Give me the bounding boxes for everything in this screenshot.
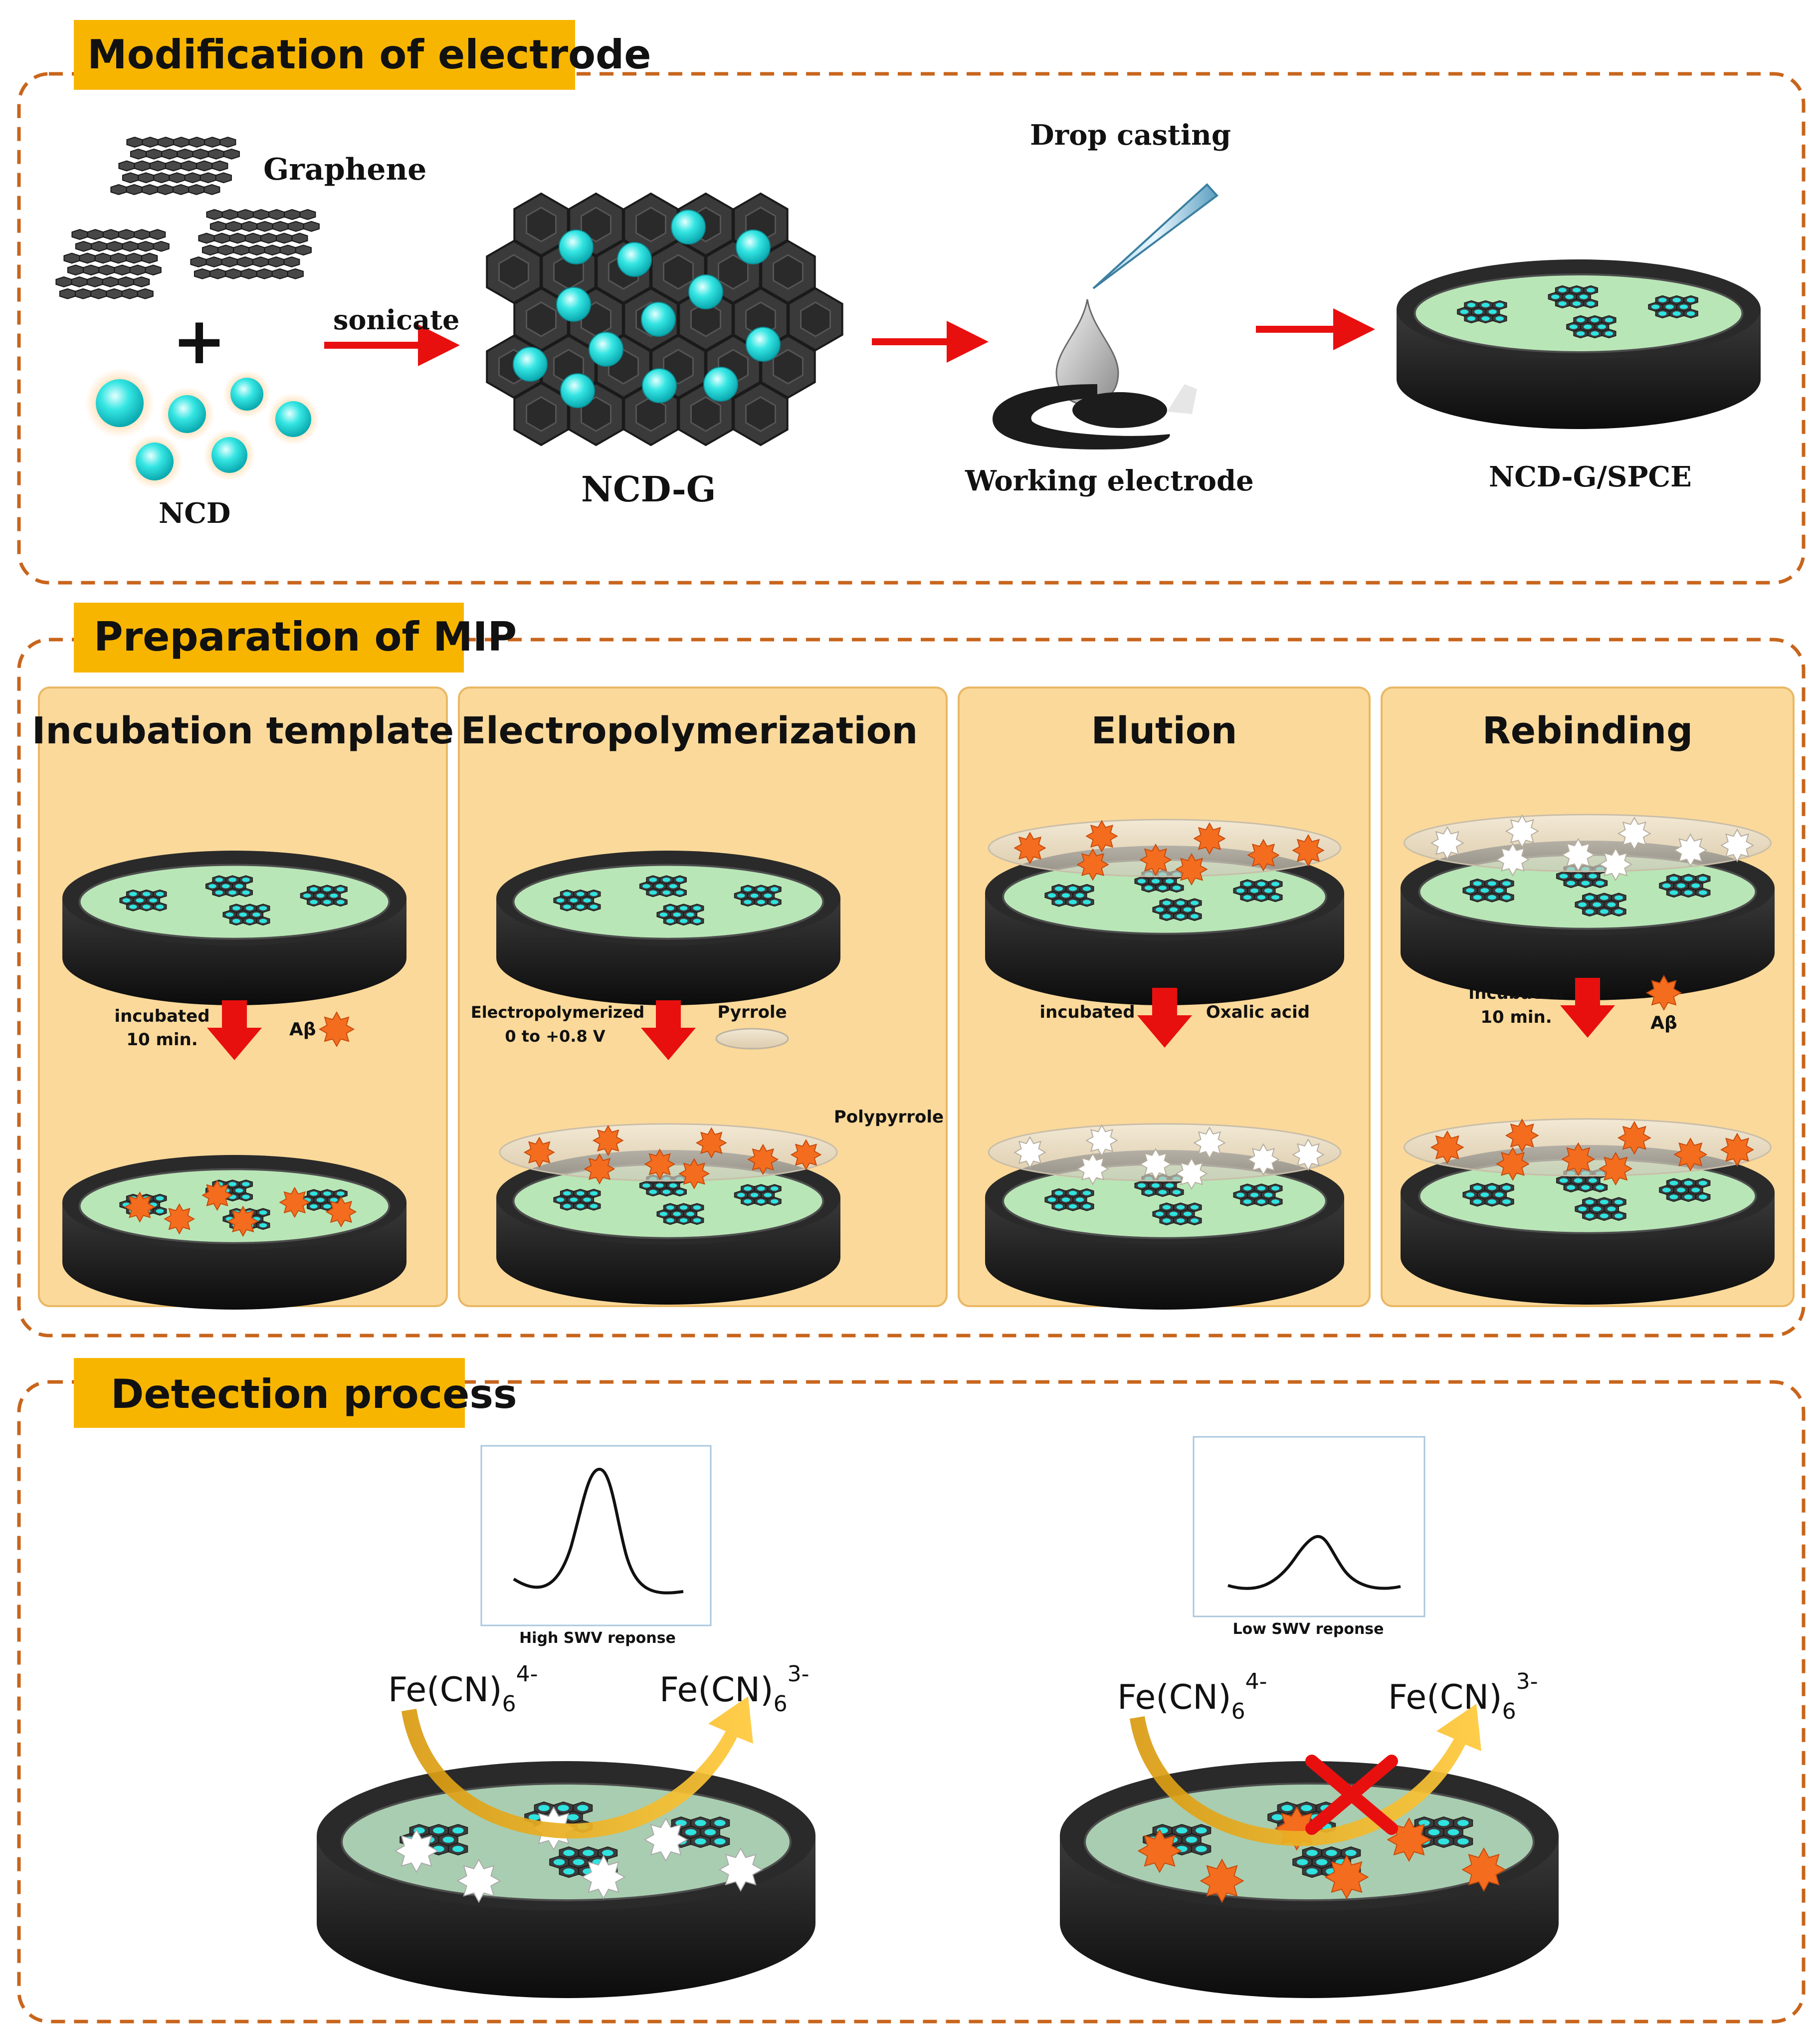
pyrrole-label: Pyrrole [717, 1002, 787, 1022]
step-note: incubated [1039, 1002, 1135, 1022]
svg-text:Fe(CN)64-: Fe(CN)64- [388, 1661, 538, 1717]
section-title-tab [74, 20, 575, 90]
working-electrode-icon [993, 384, 1197, 450]
red-arrow-icon [1560, 978, 1615, 1038]
step-note: 10 min. [1480, 1007, 1552, 1027]
spce-label: NCD-G/SPCE [1489, 460, 1692, 493]
ncd-label: NCD [159, 497, 230, 530]
film-icon [715, 1028, 789, 1050]
electrode-icon [496, 851, 840, 1005]
electrode-icon [1401, 1118, 1775, 1305]
red-arrow-icon [207, 1000, 262, 1060]
panel-title: Incubation template [32, 709, 454, 752]
electrode-icon [62, 1155, 406, 1310]
electrode-icon [985, 1123, 1344, 1310]
sonicate-label: sonicate [333, 304, 459, 336]
section-mip: Preparation of MIP Incubation template E… [17, 603, 1806, 1338]
pipette-icon [1092, 183, 1218, 289]
red-arrow-icon [1137, 988, 1192, 1048]
abeta-label: Aβ [1650, 1013, 1677, 1033]
species-out-label: Fe(CN)63- [1388, 1669, 1538, 1724]
graph-caption: High SWV reponse [519, 1629, 676, 1647]
block-cross-icon [1305, 1755, 1398, 1835]
ncd-dot-icon [85, 368, 320, 489]
species-out-label: Fe(CN)63- [659, 1661, 809, 1717]
swv-peak-curve [513, 1467, 684, 1594]
plus-symbol: + [172, 303, 226, 379]
flow-arrow-icon [402, 1696, 753, 1839]
svg-text:Fe(CN)64-: Fe(CN)64- [1117, 1669, 1267, 1724]
electrode-icon [1060, 1761, 1559, 1998]
flow-arrow-icon [1130, 1704, 1481, 1846]
abeta-star-icon [1645, 974, 1682, 1011]
drop-casting-label: Drop casting [1030, 119, 1231, 152]
graph-caption: Low SWV reponse [1232, 1620, 1384, 1638]
working-electrode-label: Working electrode [965, 464, 1254, 497]
step-note: Electropolymerized [471, 1003, 644, 1022]
red-arrow-icon [641, 1000, 696, 1060]
section-modification: Modification of electrode Graphene + NCD… [17, 20, 1806, 585]
electrode-icon [317, 1761, 815, 1998]
panel-title: Electropolymerization [461, 709, 918, 752]
panel-title: Elution [1091, 709, 1237, 752]
species-in-label: Fe(CN)64- [1117, 1669, 1267, 1724]
polypyrrole-label: Polypyrrole [834, 1107, 944, 1127]
section-frame [17, 72, 1806, 585]
step-note: incubated [114, 1006, 209, 1026]
graphene-label: Graphene [263, 152, 426, 187]
swv-peak-curve [1227, 1535, 1401, 1590]
svg-text:Fe(CN)63-: Fe(CN)63- [1388, 1669, 1538, 1724]
oxalic-acid-label: Oxalic acid [1206, 1002, 1310, 1022]
section-title: Detection process [111, 1371, 517, 1417]
electrode-icon [985, 819, 1344, 1005]
section-frame [17, 1380, 1806, 2024]
species-in-label: Fe(CN)64- [388, 1661, 538, 1717]
step-note: 10 min. [126, 1030, 198, 1050]
electrode-icon [496, 1123, 840, 1305]
electrode-icon [62, 851, 406, 1005]
graphene-sheet-icon [55, 137, 320, 299]
step-note: incubated [1468, 983, 1564, 1003]
ncdg-label: NCD-G [581, 468, 716, 510]
step-note: 0 to +0.8 V [505, 1027, 605, 1046]
section-title-tab [74, 603, 464, 673]
section-title-tab [74, 1358, 465, 1428]
section-detection: Detection process High SWV reponse Low S… [17, 1358, 1806, 2024]
abeta-star-icon [318, 1011, 355, 1048]
panel-title: Rebinding [1482, 709, 1693, 752]
ncdg-composite-icon [486, 192, 843, 447]
section-frame [17, 638, 1806, 1338]
svg-text:Fe(CN)63-: Fe(CN)63- [659, 1661, 809, 1717]
section-title: Preparation of MIP [94, 614, 517, 660]
electrode-icon [1401, 814, 1775, 1000]
abeta-label: Aβ [289, 1019, 316, 1040]
section-title: Modification of electrode [87, 31, 651, 78]
electrode-icon [1397, 259, 1761, 429]
swv-graph-frame [480, 1445, 712, 1626]
